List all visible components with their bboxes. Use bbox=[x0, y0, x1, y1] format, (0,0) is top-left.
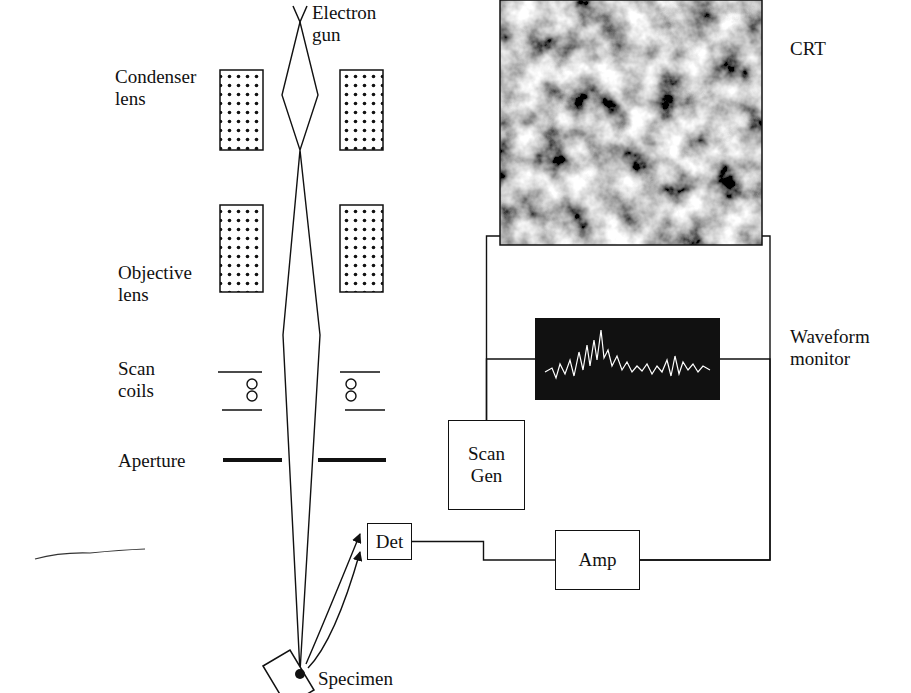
detector-box: Det bbox=[367, 523, 412, 560]
display-name: CRT bbox=[790, 38, 890, 60]
aperture-plate bbox=[223, 458, 282, 462]
scan-coil-symbol bbox=[218, 372, 385, 410]
signal-wire bbox=[487, 359, 536, 420]
beam-spot bbox=[295, 669, 305, 679]
condenser-coil bbox=[340, 70, 383, 150]
display-name: Waveform monitor bbox=[790, 326, 900, 370]
label-holder: Objective lens bbox=[118, 262, 213, 306]
box-label: Amp bbox=[579, 549, 617, 571]
part-name: Aperture bbox=[118, 450, 228, 472]
signal-wire bbox=[640, 359, 770, 560]
part-name: Electron gun bbox=[312, 2, 392, 46]
crt-screen: CRT bbox=[500, 0, 762, 245]
sem-image bbox=[500, 0, 762, 245]
part-name: Scan coils bbox=[118, 358, 178, 402]
signal-wire bbox=[487, 236, 501, 420]
label-holder: Scan coils bbox=[118, 358, 178, 402]
pen-mark bbox=[35, 549, 145, 559]
signal-wire bbox=[640, 236, 770, 560]
label-holder: Aperture bbox=[118, 450, 228, 472]
label-holder: Specimen bbox=[318, 668, 428, 690]
aperture-plate bbox=[318, 458, 386, 462]
waveform-monitor: Waveform monitor bbox=[535, 318, 720, 400]
label-holder: Condenser lens bbox=[115, 66, 215, 110]
objective-coil bbox=[220, 205, 263, 292]
waveform-trace bbox=[545, 330, 710, 378]
scan-generator-box: Scan Gen bbox=[448, 420, 525, 510]
crt-frame bbox=[500, 0, 762, 245]
amplifier-box: Amp bbox=[555, 530, 640, 590]
condenser-coil bbox=[220, 70, 263, 150]
signal-wire bbox=[412, 542, 555, 561]
part-name: Objective lens bbox=[118, 262, 213, 306]
electron-gun-symbol bbox=[293, 6, 307, 22]
label-holder: Electron gun bbox=[312, 2, 392, 46]
part-name: Condenser lens bbox=[115, 66, 215, 110]
emission-arrow bbox=[308, 552, 360, 668]
box-label: Scan Gen bbox=[459, 443, 514, 487]
part-name: Specimen bbox=[318, 668, 428, 690]
objective-coil bbox=[340, 205, 383, 292]
box-label: Det bbox=[376, 531, 403, 553]
electron-beam bbox=[282, 22, 320, 672]
specimen-holder bbox=[263, 650, 314, 693]
emission-arrow bbox=[306, 534, 360, 664]
waveform-screen bbox=[535, 318, 720, 400]
